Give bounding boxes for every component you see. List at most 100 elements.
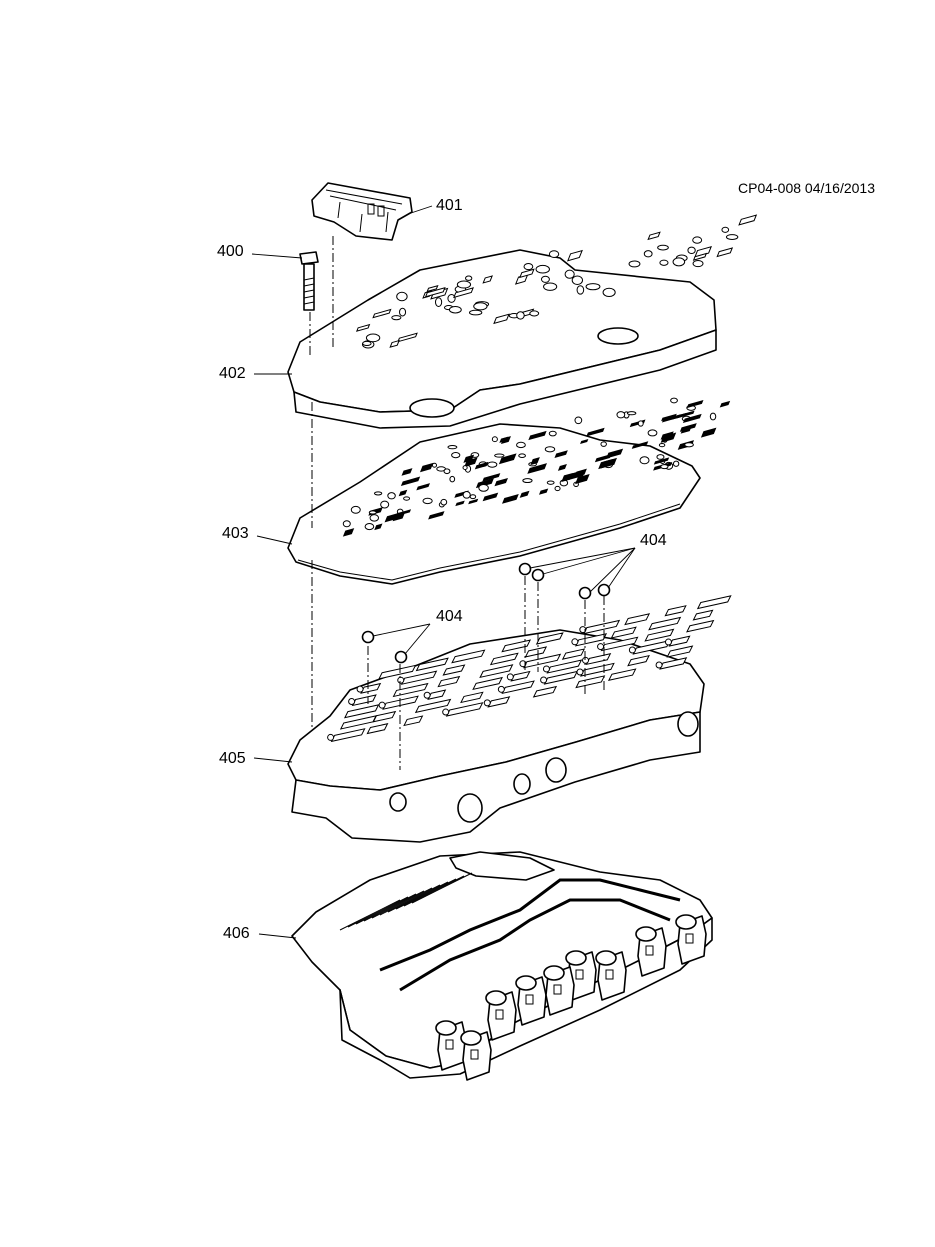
- callout-402: 402: [219, 365, 246, 382]
- valve-port: [542, 665, 550, 673]
- valve-channel: [489, 652, 519, 666]
- gasket-slot: [519, 490, 530, 498]
- solenoid-cap: [565, 950, 587, 966]
- part-405-valve-body: [287, 595, 732, 843]
- rib-line: [411, 872, 473, 904]
- valve-channel: [644, 628, 675, 642]
- gasket-hole: [369, 514, 380, 522]
- gasket-hole: [462, 465, 468, 470]
- callout-406: 406: [223, 925, 250, 942]
- valve-channel: [403, 715, 424, 727]
- gasket-slot: [419, 462, 434, 473]
- valve-port: [571, 638, 579, 646]
- gasket-hole: [451, 452, 461, 459]
- gasket-slot: [719, 400, 731, 408]
- solenoid-cap: [543, 965, 565, 981]
- gasket-hole: [478, 484, 489, 492]
- gasket-hole: [522, 478, 533, 484]
- gasket-hole: [491, 436, 498, 443]
- callout-400: 400: [217, 243, 244, 260]
- plate-slot: [355, 323, 371, 332]
- gasket-hole: [554, 485, 561, 492]
- gasket-hole: [469, 494, 477, 500]
- gasket-hole: [440, 498, 448, 506]
- solenoid-cap: [485, 990, 507, 1006]
- gasket-hole: [487, 461, 498, 468]
- gasket-slot: [400, 476, 421, 487]
- plate-slot: [389, 339, 400, 348]
- plate-slot: [694, 245, 712, 258]
- gasket-hole: [516, 441, 526, 449]
- callout-404-upper: 404: [640, 532, 667, 549]
- valve-channel: [378, 664, 417, 680]
- rib-line: [347, 896, 409, 928]
- valve-channel: [472, 676, 503, 691]
- gasket-slot: [499, 436, 509, 443]
- gasket-hole: [350, 505, 361, 514]
- valve-port: [576, 668, 584, 676]
- solenoid-cap: [460, 1030, 482, 1046]
- plate-hole: [448, 305, 462, 314]
- gasket-slot: [498, 453, 517, 465]
- solenoid-connector: [553, 984, 562, 995]
- plate-hole: [469, 309, 483, 316]
- valve-port: [483, 699, 491, 707]
- gasket-slot: [631, 441, 649, 449]
- valve-channel: [451, 649, 486, 664]
- solenoid-connector: [685, 933, 694, 944]
- gasket-slot: [586, 427, 605, 437]
- solenoid-cap: [435, 1020, 457, 1036]
- gasket-hole: [647, 429, 658, 437]
- plate-hole: [659, 259, 669, 266]
- plate-slot: [453, 287, 474, 299]
- callout-403: 403: [222, 525, 249, 542]
- gasket-hole: [670, 397, 678, 404]
- plate-hole: [396, 291, 408, 302]
- gasket-hole: [443, 468, 451, 475]
- gasket-hole: [403, 496, 411, 501]
- valve-channel: [535, 632, 564, 645]
- gasket-slot: [580, 439, 589, 445]
- plate-hole: [473, 302, 488, 311]
- valve-port: [497, 685, 505, 693]
- valve-port: [579, 626, 587, 634]
- callout-405: 405: [219, 750, 246, 767]
- plate-hole: [585, 283, 601, 291]
- solenoid-connector: [575, 969, 584, 980]
- valve-channel: [624, 613, 651, 626]
- gasket-slot: [416, 483, 431, 491]
- valve-channel: [532, 685, 558, 698]
- gasket-hole: [422, 497, 433, 505]
- plate-hole: [399, 307, 407, 317]
- gasket-slot: [395, 509, 412, 517]
- gasket-hole: [616, 411, 626, 419]
- valve-channel: [442, 664, 466, 676]
- plate-hole: [456, 280, 472, 289]
- gasket-hole: [546, 480, 555, 485]
- gasket-slot: [538, 488, 549, 495]
- gasket-hole: [380, 500, 390, 509]
- plate-slot: [567, 249, 583, 262]
- gasket-slot: [482, 492, 499, 502]
- valve-port: [655, 661, 663, 669]
- gasket-hole: [449, 475, 456, 483]
- gasket-hole: [387, 492, 396, 500]
- solenoid-cap: [595, 950, 617, 966]
- gasket-slot: [594, 454, 612, 463]
- gasket-slot: [598, 458, 613, 470]
- plate-slot: [647, 231, 661, 241]
- gasket-hole: [431, 462, 438, 468]
- plate-hole: [687, 246, 696, 255]
- plate-hole: [721, 226, 730, 233]
- gasket-slot: [464, 457, 478, 467]
- rib-line: [355, 893, 417, 925]
- valve-port: [356, 685, 364, 693]
- gasket-hole: [494, 453, 505, 458]
- valve-channel: [575, 675, 606, 689]
- gasket-slot: [494, 477, 508, 487]
- plate-hole: [692, 259, 704, 268]
- callout-401: 401: [436, 197, 463, 214]
- gasket-hole: [684, 442, 694, 448]
- alignment-lines: [309, 236, 605, 770]
- gasket-hole: [518, 453, 526, 459]
